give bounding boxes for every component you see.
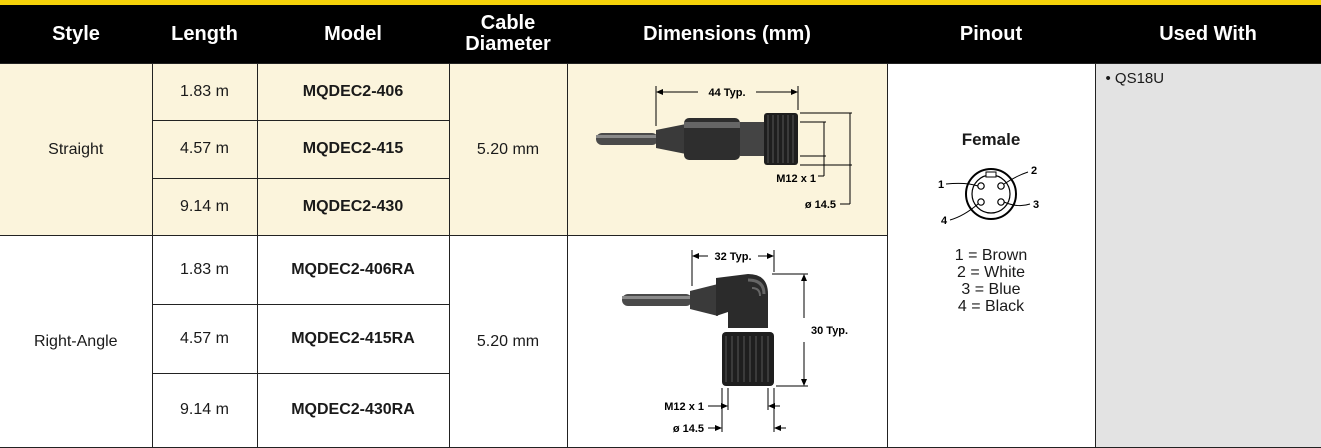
style-right-angle: Right-Angle — [0, 236, 152, 448]
used-with-cell: • QS18U — [1095, 64, 1321, 448]
length-dimension-label: 44 Typ. — [708, 87, 745, 99]
length-cell: 4.57 m — [152, 121, 257, 178]
style-straight: Straight — [0, 64, 152, 236]
thread-dimension-label: M12 x 1 — [776, 173, 816, 185]
pin-number: 3 — [1033, 199, 1039, 211]
length-cell: 1.83 m — [152, 236, 257, 305]
pin-number: 1 — [938, 179, 944, 191]
dimensions-right-angle: 32 Typ. 30 Typ. — [567, 236, 887, 448]
pin-color-3: 3 = Blue — [888, 281, 1095, 298]
pinout-title: Female — [888, 130, 1095, 150]
straight-connector-drawing: 44 Typ. M12 x 1 ø 14.5 — [568, 64, 886, 230]
header-used-with: Used With — [1095, 5, 1321, 64]
model-cell: MQDEC2-406 — [257, 64, 449, 121]
pin-color-4: 4 = Black — [888, 298, 1095, 315]
height-dimension-label: 30 Typ. — [811, 325, 848, 337]
length-cell: 9.14 m — [152, 178, 257, 235]
thread-dimension-label: M12 x 1 — [664, 401, 704, 413]
model-cell: MQDEC2-415 — [257, 121, 449, 178]
cable-diameter-straight: 5.20 mm — [449, 64, 567, 236]
length-cell: 9.14 m — [152, 373, 257, 447]
model-cell: MQDEC2-430 — [257, 178, 449, 235]
dimensions-straight: 44 Typ. M12 x 1 ø 14.5 — [567, 64, 887, 236]
model-cell: MQDEC2-415RA — [257, 304, 449, 373]
pin-color-2: 2 = White — [888, 264, 1095, 281]
pin-number: 2 — [1031, 165, 1037, 177]
table-row: Straight 1.83 m MQDEC2-406 5.20 mm — [0, 64, 1321, 121]
model-cell: MQDEC2-430RA — [257, 373, 449, 447]
header-model: Model — [257, 5, 449, 64]
length-cell: 1.83 m — [152, 64, 257, 121]
model-cell: MQDEC2-406RA — [257, 236, 449, 305]
pin-color-1: 1 = Brown — [888, 247, 1095, 264]
used-with-item: • QS18U — [1106, 70, 1321, 87]
pin-number: 4 — [941, 215, 948, 227]
female-pinout-icon: 1 2 3 4 — [916, 154, 1066, 236]
header-dimensions: Dimensions (mm) — [567, 5, 887, 64]
header-pinout: Pinout — [887, 5, 1095, 64]
length-cell: 4.57 m — [152, 304, 257, 373]
diameter-dimension-label: ø 14.5 — [805, 199, 836, 211]
pinout-cell: Female 1 2 — [887, 64, 1095, 448]
diameter-dimension-label: ø 14.5 — [673, 423, 704, 435]
cable-diameter-right-angle: 5.20 mm — [449, 236, 567, 448]
length-dimension-label: 32 Typ. — [714, 251, 751, 263]
header-length: Length — [152, 5, 257, 64]
header-style: Style — [0, 5, 152, 64]
right-angle-connector-drawing: 32 Typ. 30 Typ. — [568, 236, 886, 442]
